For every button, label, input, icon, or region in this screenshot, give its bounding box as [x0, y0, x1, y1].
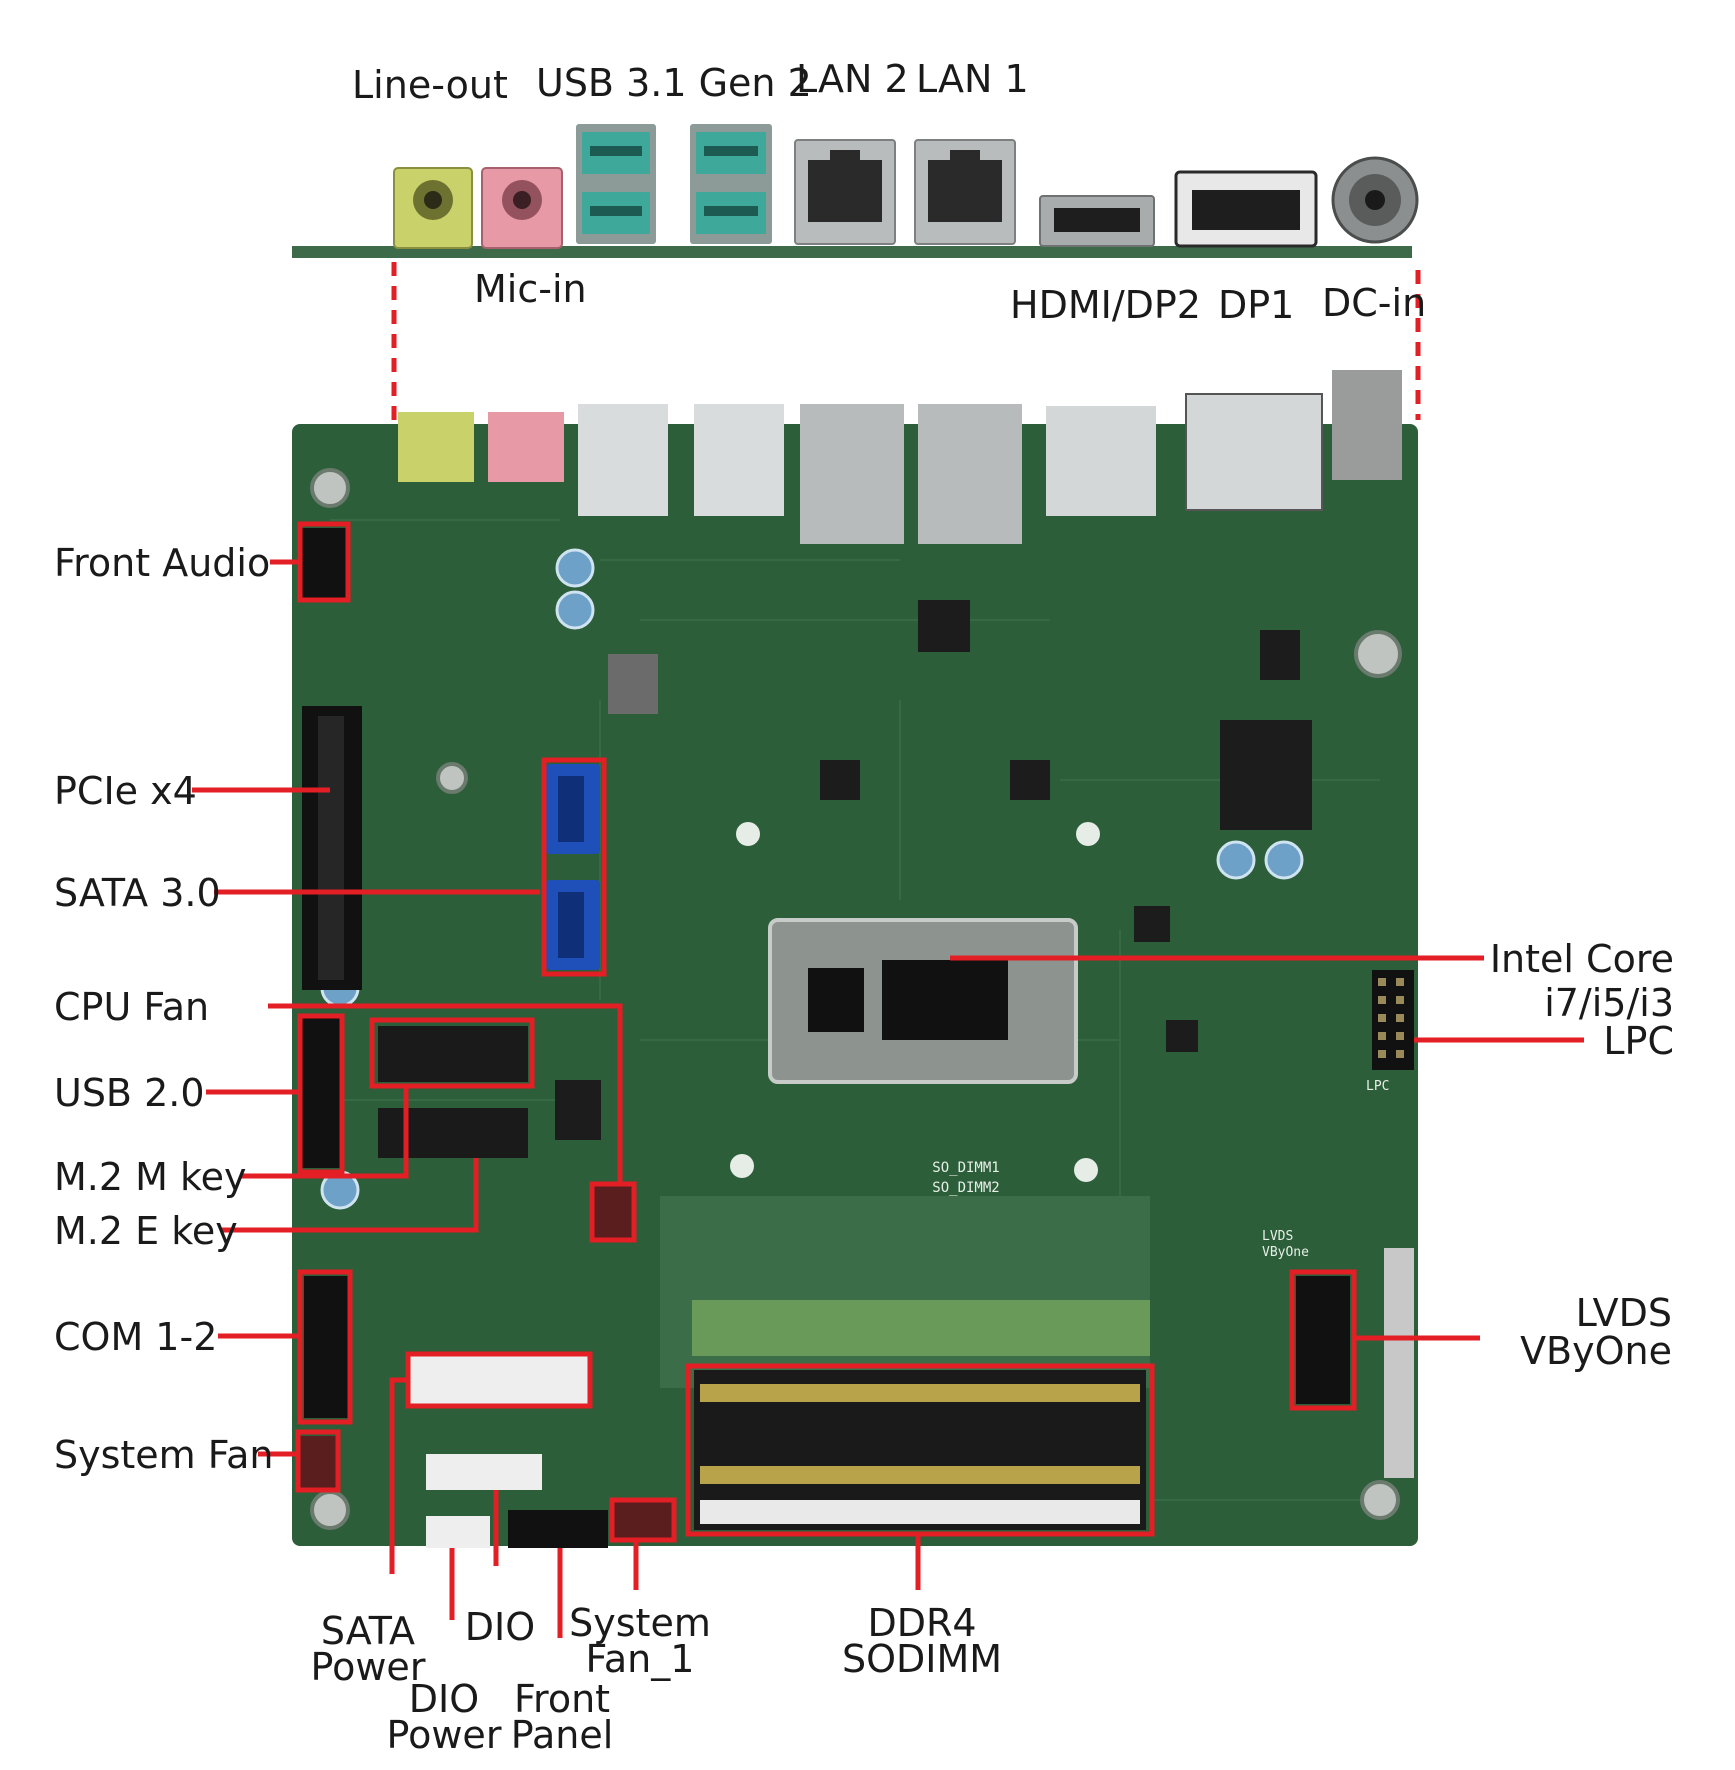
lpc-header [1372, 970, 1414, 1070]
label-dio-power-line1: DIO [409, 1677, 479, 1721]
label-ddr4-line2: SODIMM [842, 1637, 1002, 1681]
label-cpu-line1: Intel Core [1490, 937, 1674, 981]
rear-io-strip [292, 124, 1419, 258]
usb31-port-stack-2 [690, 124, 772, 244]
front-audio-header [300, 528, 346, 598]
label-hdmi-dp2: HDMI/DP2 [1010, 283, 1201, 327]
cpu-package [768, 918, 1078, 1084]
label-sata30: SATA 3.0 [54, 871, 221, 915]
label-dp1: DP1 [1218, 283, 1294, 327]
label-dio: DIO [465, 1605, 535, 1649]
silk-dimm-b: SO_DIMM2 [932, 1180, 999, 1196]
label-system-fan1-line2: Fan_1 [586, 1637, 695, 1681]
silk-lvds: LVDS [1262, 1229, 1293, 1244]
label-com12: COM 1-2 [54, 1315, 217, 1359]
label-m2-e-key: M.2 E key [54, 1209, 238, 1253]
board-dc-in [1332, 370, 1402, 480]
board-lan2 [800, 404, 904, 544]
label-cpu-line2: i7/i5/i3 [1544, 981, 1674, 1025]
board-dp1 [1185, 393, 1323, 511]
label-system-fan1-line1: System [569, 1601, 711, 1645]
pcie-x4-slot [302, 706, 362, 990]
label-front-audio: Front Audio [54, 541, 270, 585]
hl-m2-m-key [369, 1017, 535, 1089]
silk-lpc: LPC [1366, 1079, 1389, 1094]
label-lvds-line2: VByOne [1520, 1329, 1672, 1373]
mount-hole [310, 468, 350, 508]
mount-hole [436, 762, 468, 794]
system-fan-header [296, 1436, 336, 1488]
hl-cpu-fan [589, 1181, 637, 1243]
sata-power-connectors [410, 1356, 588, 1404]
silk-dimm-a: SO_DIMM1 [932, 1160, 999, 1176]
label-dc-in: DC-in [1322, 281, 1426, 325]
cpu-fan-header [594, 1186, 632, 1238]
board-line-out [398, 412, 474, 482]
mainboard: SO_DIMM1 SO_DIMM2 LVDS VByOne LPC [292, 370, 1418, 1548]
board-hdmi-dp2 [1046, 406, 1156, 516]
m2-m-key-slot [378, 1026, 528, 1082]
dio-connector [426, 1454, 542, 1490]
label-usb20: USB 2.0 [54, 1071, 205, 1115]
dio-power-connector [426, 1516, 490, 1548]
m2-e-key-slot [378, 1108, 528, 1158]
lan2-port [794, 139, 896, 245]
hl-system-fan1 [609, 1497, 677, 1543]
highlights [295, 521, 1357, 1543]
dc-in-jack [1331, 156, 1419, 244]
front-panel-header [508, 1510, 608, 1548]
com12-headers [304, 1276, 348, 1418]
silk-vbyone: VByOne [1262, 1245, 1309, 1260]
hl-sata30 [541, 757, 607, 977]
leader-lines [192, 559, 1584, 1638]
hdmi-dp2-port [1039, 195, 1155, 247]
label-lvds-line1: LVDS [1576, 1291, 1672, 1335]
board-usb31-2 [694, 404, 784, 516]
line-out-jack [393, 167, 473, 249]
hl-system-fan [295, 1429, 341, 1493]
label-usb31: USB 3.1 Gen 2 [536, 61, 812, 105]
usb31-port-stack-1 [576, 124, 656, 244]
label-front-panel-line1: Front [514, 1677, 610, 1721]
label-ddr4-line1: DDR4 [867, 1601, 976, 1645]
label-sata-power-line2: Power [311, 1645, 426, 1689]
label-m2-m-key: M.2 M key [54, 1155, 247, 1199]
label-lan1: LAN 1 [916, 57, 1029, 101]
label-mic-in: Mic-in [474, 267, 587, 311]
dp1-port [1174, 170, 1318, 248]
hl-com12 [297, 1269, 353, 1425]
lvds-vbyone-connector [1296, 1248, 1414, 1478]
rear-io-pcb-edge [292, 246, 1412, 258]
label-lpc: LPC [1603, 1019, 1674, 1063]
label-sata-power-line1: SATA [321, 1609, 415, 1653]
sata30-connectors [546, 764, 600, 970]
label-cpu-fan: CPU Fan [54, 985, 209, 1029]
label-dio-power-line2: Power [387, 1713, 502, 1757]
mic-in-jack [481, 167, 563, 249]
mount-hole [1354, 630, 1402, 678]
board-mic-in [488, 412, 564, 482]
mount-hole [1360, 1480, 1400, 1520]
label-line-out: Line-out [352, 63, 508, 107]
mount-hole [310, 1490, 350, 1530]
ddr4-sodimm-slot [660, 1196, 1150, 1530]
label-system-fan: System Fan [54, 1433, 274, 1477]
lan1-port [914, 139, 1016, 245]
label-front-panel-line2: Panel [511, 1713, 614, 1757]
label-pcie-x4: PCIe x4 [54, 769, 197, 813]
board-lan1 [918, 404, 1022, 544]
usb20-headers [300, 1018, 340, 1168]
board-usb31-1 [578, 404, 668, 516]
label-lan2: LAN 2 [796, 57, 909, 101]
system-fan1-header [614, 1502, 672, 1538]
